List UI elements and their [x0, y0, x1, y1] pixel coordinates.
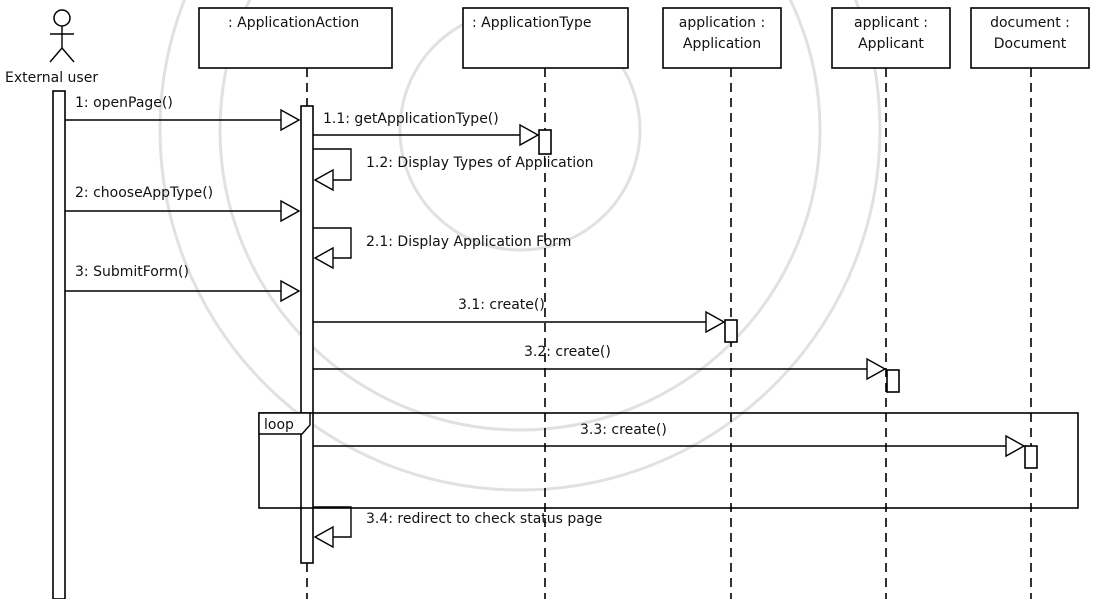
actor-external-user: External user	[5, 9, 98, 86]
loop-fragment-tag	[258, 412, 311, 435]
lifeline-label-application-action: : ApplicationAction	[228, 15, 359, 31]
message-get-application-type: 1.1: getApplicationType()	[313, 111, 540, 147]
message-create-document: 3.3: create()	[313, 422, 1026, 458]
lifeline-label-application: application : Application	[679, 15, 765, 52]
lifeline-label-line: Application	[683, 36, 761, 52]
message-open-page: 1: openPage()	[65, 95, 301, 132]
actor-activation-bar	[52, 90, 66, 599]
message-label: 3.2: create()	[524, 344, 611, 360]
actor-label: External user	[5, 70, 98, 86]
lifeline-label-applicant: applicant : Applicant	[854, 15, 928, 52]
activation-bar-application-action	[300, 105, 314, 564]
activation-bar-applicant	[886, 369, 900, 393]
activation-bar-document	[1024, 445, 1038, 469]
message-label: 1.2: Display Types of Application	[366, 155, 594, 171]
message-label: 2.1: Display Application Form	[366, 234, 571, 250]
activation-bar-application	[724, 319, 738, 343]
loop-fragment	[258, 412, 1079, 509]
message-create-application: 3.1: create()	[313, 297, 726, 334]
lifeline-label-line: Document	[994, 36, 1067, 52]
message-label: 3.3: create()	[580, 422, 667, 438]
message-label: 3: SubmitForm()	[75, 264, 189, 280]
lifeline-label-line: applicant :	[854, 15, 928, 31]
message-label: 3.1: create()	[458, 297, 545, 313]
seal-watermark	[158, 0, 882, 492]
lifeline-box-application	[662, 7, 782, 69]
message-display-form-self-call: 2.1: Display Application Form	[313, 227, 571, 270]
message-label: 1: openPage()	[75, 95, 173, 111]
message-redirect-self-call: 3.4: redirect to check status page	[313, 506, 602, 549]
lifeline-label-line: application :	[679, 15, 765, 31]
lifeline-label-line: Applicant	[858, 36, 924, 52]
message-choose-app-type: 2: chooseAppType()	[65, 185, 301, 223]
lifeline-label-line: document :	[990, 15, 1070, 31]
lifeline-box-document	[970, 7, 1090, 69]
message-display-types-self-call: 1.2: Display Types of Application	[313, 148, 594, 192]
loop-fragment-label: loop	[264, 417, 294, 433]
lifeline-box-application-action	[198, 7, 393, 69]
message-label: 1.1: getApplicationType()	[323, 111, 499, 127]
message-submit-form: 3: SubmitForm()	[65, 264, 301, 303]
activation-bar-application-type	[538, 129, 552, 155]
lifeline-box-applicant	[831, 7, 951, 69]
message-create-applicant: 3.2: create()	[313, 344, 887, 381]
message-label: 3.4: redirect to check status page	[366, 511, 602, 527]
lifeline-label-application-type: : ApplicationType	[472, 15, 592, 31]
lifeline-label-document: document : Document	[990, 15, 1070, 52]
message-label: 2: chooseAppType()	[75, 185, 213, 201]
